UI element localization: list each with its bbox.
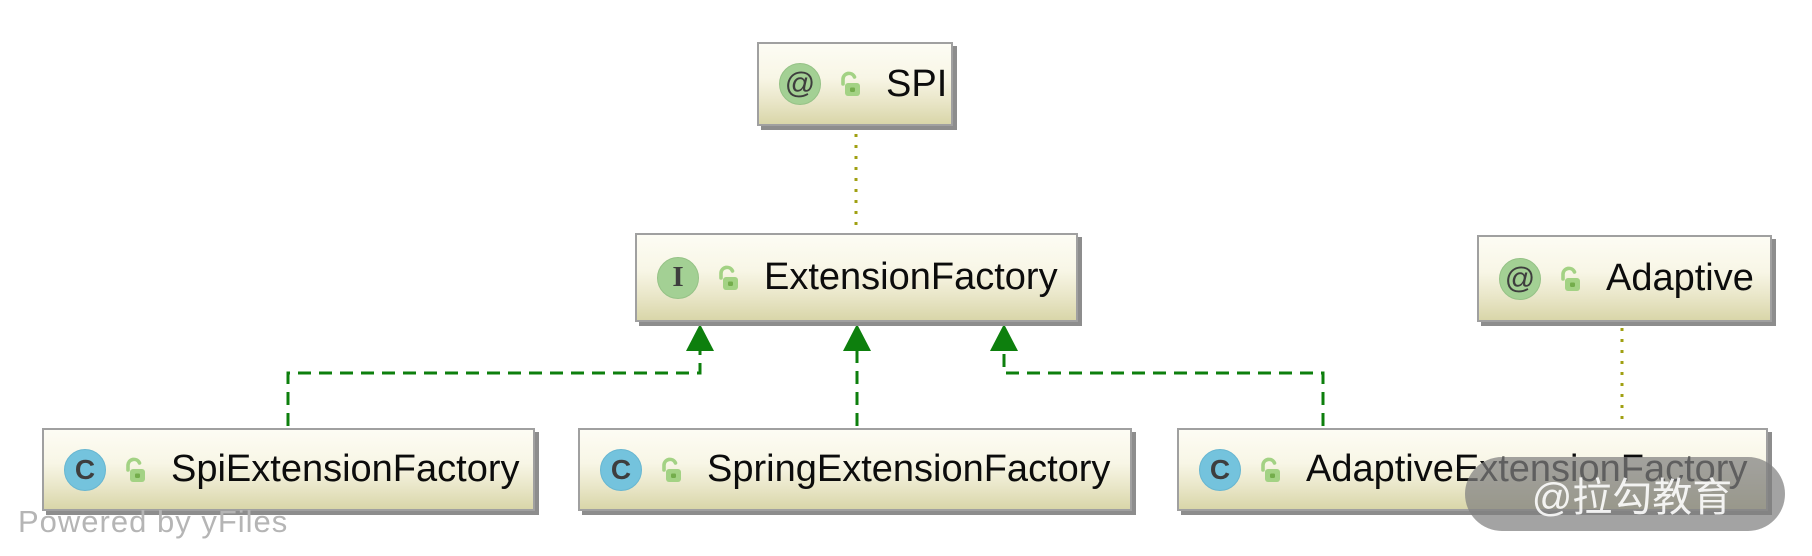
unlocked-icon xyxy=(841,71,860,96)
node-label: SPI xyxy=(886,62,948,105)
unlocked-icon xyxy=(662,457,681,482)
annotation-icon: @ xyxy=(779,63,821,105)
class-icon: C xyxy=(64,448,106,491)
node-label: SpiExtensionFactory xyxy=(171,448,520,490)
edge-implements-springextensionfactory[interactable] xyxy=(843,324,871,426)
node-label: SpringExtensionFactory xyxy=(707,448,1111,490)
class-icon: C xyxy=(1199,448,1241,491)
class-icon-glyph: C xyxy=(1209,453,1231,485)
edge-implements-adaptiveextensionfactory[interactable] xyxy=(990,324,1325,426)
lagou-watermark-badge: @拉勾教育 xyxy=(1465,457,1785,531)
interface-icon-glyph: I xyxy=(672,261,684,293)
node-spi[interactable]: @ SPI xyxy=(757,42,953,126)
unlocked-icon xyxy=(126,457,145,482)
watermark-text: @拉勾教育 xyxy=(1531,476,1733,520)
class-icon-glyph: C xyxy=(610,453,632,485)
annotation-icon: @ xyxy=(1499,257,1541,300)
node-adaptive[interactable]: @ Adaptive xyxy=(1477,235,1772,322)
powered-by-yfiles-label: Powered by yFiles xyxy=(18,504,289,539)
class-icon-glyph: C xyxy=(74,453,96,485)
edge-implements-spiextensionfactory[interactable] xyxy=(286,324,714,426)
node-springextensionfactory[interactable]: C SpringExtensionFactory xyxy=(578,428,1132,511)
interface-icon: I xyxy=(657,256,699,299)
node-label: Adaptive xyxy=(1606,257,1754,299)
node-label: ExtensionFactory xyxy=(764,256,1058,298)
class-icon: C xyxy=(600,448,642,491)
annotation-icon-glyph: @ xyxy=(784,67,816,100)
annotation-icon-glyph: @ xyxy=(1504,261,1536,295)
unlocked-icon xyxy=(1261,457,1280,482)
unlocked-icon xyxy=(1561,266,1580,291)
unlocked-icon xyxy=(719,265,738,290)
node-spiextensionfactory[interactable]: C SpiExtensionFactory xyxy=(42,428,535,511)
node-extensionfactory[interactable]: I ExtensionFactory xyxy=(635,233,1078,322)
